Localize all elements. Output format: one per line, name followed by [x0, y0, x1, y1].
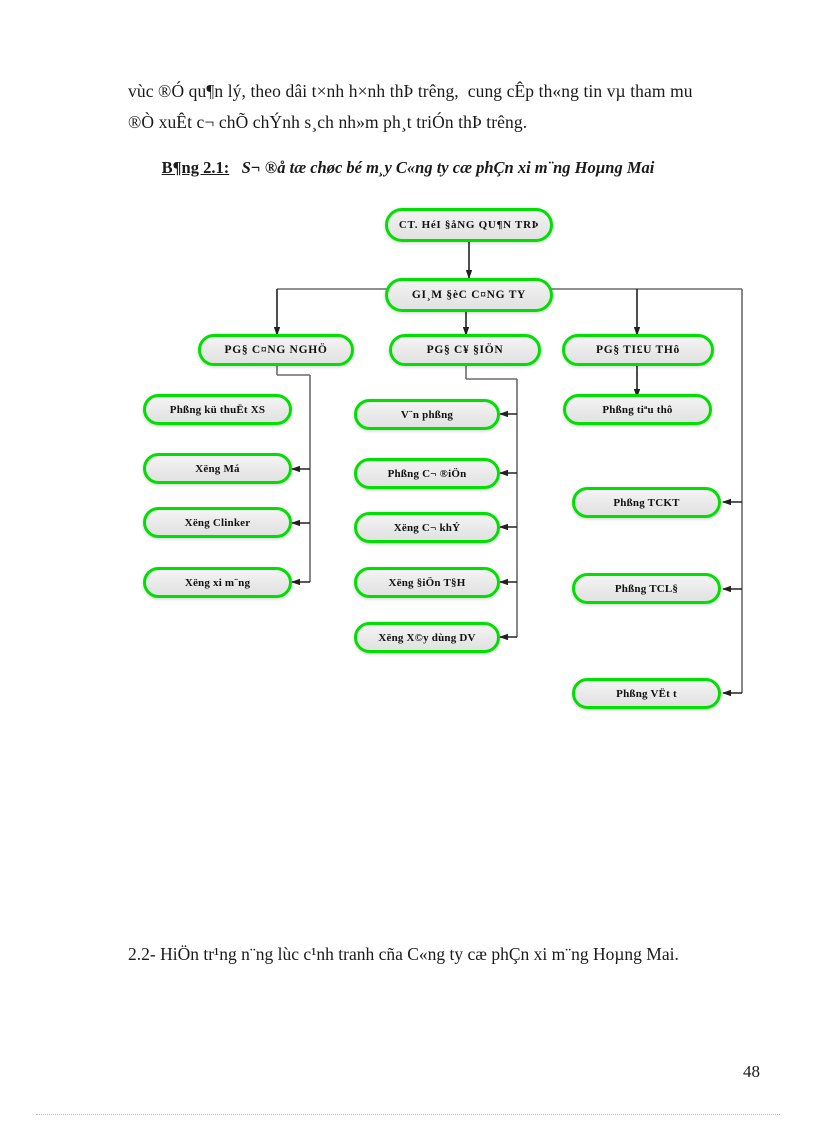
- page-number: 48: [743, 1062, 760, 1081]
- node-van-phong[interactable]: V¨n phßng: [354, 399, 500, 430]
- node-pgd-cong-nghe[interactable]: PG§ C¤NG NGHÖ: [198, 334, 354, 366]
- node-phong-ky-thuat-xs[interactable]: Phßng kü thuËt XS: [143, 394, 292, 425]
- body-paragraph: vùc ®Ó qu¶n lý, theo dâi t×nh h×nh thÞ t…: [128, 76, 748, 138]
- node-xuong-clinker[interactable]: Xëng Clinker: [143, 507, 292, 538]
- node-giam-doc[interactable]: GI¸M §èC C¤NG TY: [385, 278, 553, 312]
- node-xuong-co-khi[interactable]: Xëng C¬ khÝ: [354, 512, 500, 543]
- org-chart-connectors: [273, 240, 743, 697]
- node-phong-vat-tu[interactable]: Phßng VËt t: [572, 678, 721, 709]
- node-xuong-dien-tdh[interactable]: Xëng §iÖn T§H: [354, 567, 500, 598]
- section-footnote: 2.2- HiÖn tr¹ng n¨ng lùc c¹nh tranh cña …: [128, 944, 679, 964]
- node-xuong-mo[interactable]: Xëng Má: [143, 453, 292, 484]
- node-xuong-xay-dung-dv[interactable]: Xëng X©y dùng DV: [354, 622, 500, 653]
- node-pgd-co-dien[interactable]: PG§ C¥ §IÖN: [389, 334, 541, 366]
- node-pgd-tieu-thu[interactable]: PG§ TI£U THô: [562, 334, 714, 366]
- body-line-1: vùc ®Ó qu¶n lý, theo dâi t×nh h×nh thÞ t…: [128, 81, 693, 101]
- node-xuong-xi-mang[interactable]: Xëng xi m¨ng: [143, 567, 292, 598]
- org-chart: CT. HéI §åNG QU¶N TRÞ GI¸M §èC C¤NG TY P…: [0, 190, 816, 720]
- node-phong-tckt[interactable]: Phßng TCKT: [572, 487, 721, 518]
- node-phong-co-dien[interactable]: Phßng C¬ ®iÖn: [354, 458, 500, 489]
- node-hdqt[interactable]: CT. HéI §åNG QU¶N TRÞ: [385, 208, 553, 242]
- bottom-divider: [36, 1114, 780, 1115]
- figure-caption: B¶ng 2.1: S¬ ®å tæ chøc bé m¸y C«ng ty c…: [0, 158, 816, 178]
- caption-label: B¶ng 2.1:: [161, 158, 230, 177]
- node-phong-tcld[interactable]: Phßng TCL§: [572, 573, 721, 604]
- body-line-2: ®Ò xuÊt c¬ chÕ chÝnh s¸ch nh»m ph¸t triÓ…: [128, 112, 528, 132]
- node-phong-tieu-thu[interactable]: Phßng tiªu thô: [563, 394, 712, 425]
- caption-title: S¬ ®å tæ chøc bé m¸y C«ng ty cæ phÇn xi …: [241, 158, 655, 177]
